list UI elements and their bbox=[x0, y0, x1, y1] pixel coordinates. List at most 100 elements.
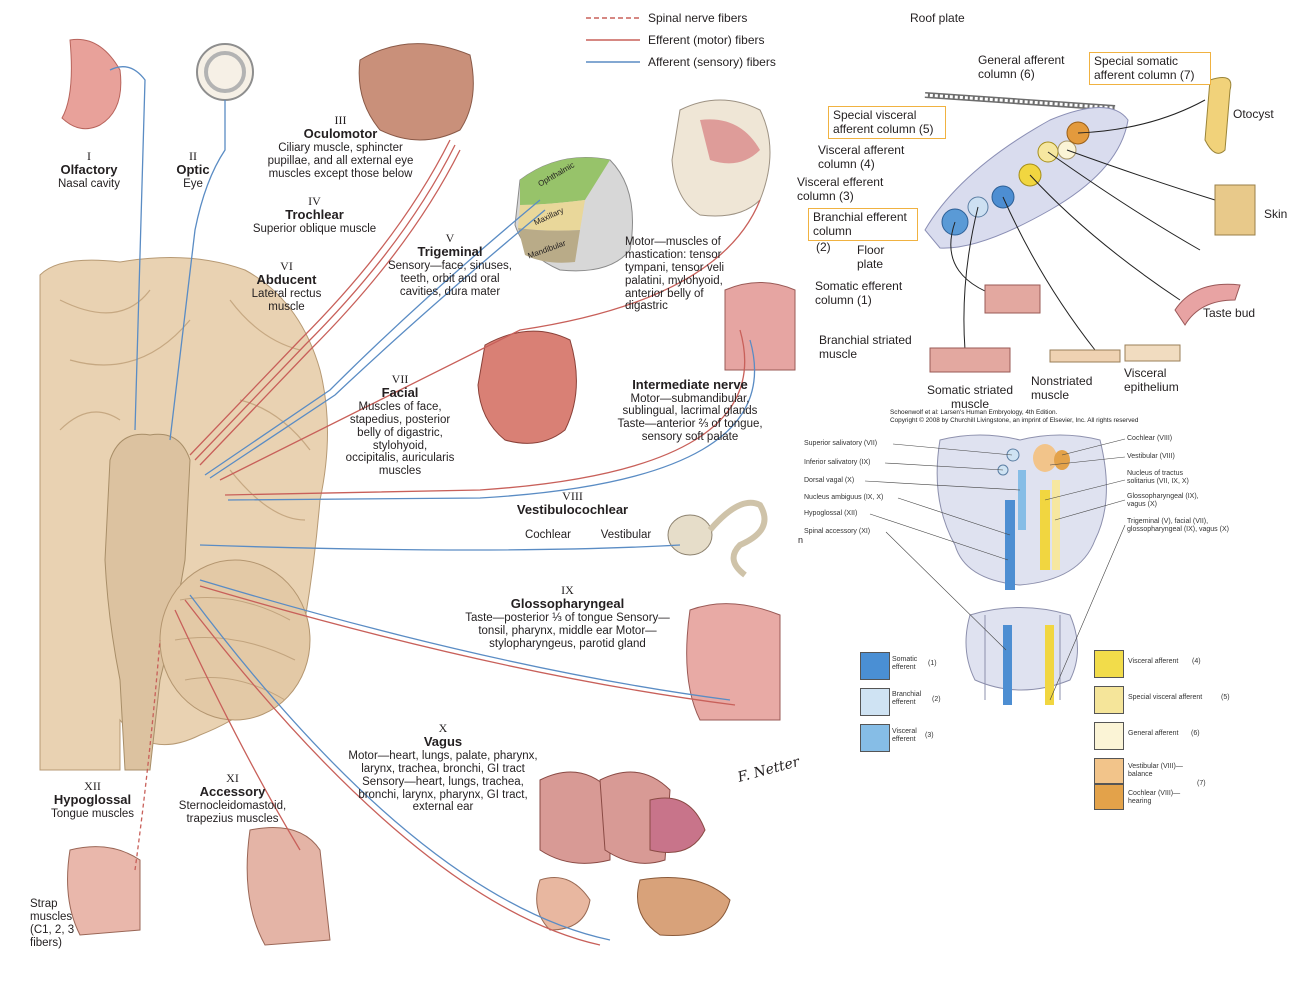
bs-label-right-1: Vestibular (VIII) bbox=[1127, 453, 1175, 460]
nerve-accessory-num: XI bbox=[226, 771, 239, 785]
visceral-epithelium-illustration bbox=[1124, 344, 1181, 362]
nerve-olfactory-label: I Olfactory Nasal cavity bbox=[44, 149, 134, 191]
legend-num-general-afferent: (6) bbox=[1191, 730, 1200, 737]
legend-num-visceral-afferent: (4) bbox=[1192, 658, 1201, 665]
nerve-hypoglossal-num: XII bbox=[84, 779, 101, 793]
nerve-vestibulocochlear-num: VIII bbox=[562, 489, 583, 503]
nerve-hypoglossal-name: Hypoglossal bbox=[53, 792, 132, 808]
nerve-facial-desc: Muscles of face, stapedius, posterior be… bbox=[345, 400, 455, 478]
floor-plate-label: Floor plate bbox=[857, 243, 885, 272]
nerve-fibers bbox=[109, 66, 761, 946]
legend-label-vestibular: Vestibular (VIII)— balance bbox=[1128, 763, 1183, 779]
credit-line-1: Schoenwolf et al: Larsen's Human Embryol… bbox=[890, 409, 1058, 416]
roof-plate-label: Roof plate bbox=[910, 11, 965, 25]
nerve-olfactory-num: I bbox=[87, 149, 91, 163]
trigeminal-motor-label: Motor—muscles of mastication: tensor tym… bbox=[625, 236, 725, 313]
sagittal-head-illustration bbox=[724, 282, 796, 371]
otocyst-label: Otocyst bbox=[1233, 107, 1274, 121]
nerve-vestibulocochlear-label: VIII Vestibulocochlear bbox=[510, 489, 635, 518]
nerve-optic-num: II bbox=[189, 149, 197, 163]
nerve-vestibulocochlear-name: Vestibulocochlear bbox=[516, 502, 629, 518]
nerve-glossopharyngeal-label: IX Glossopharyngeal Taste—posterior ⅓ of… bbox=[465, 583, 670, 651]
credit-line-2: Copyright © 2008 by Churchill Livingston… bbox=[890, 417, 1139, 424]
facial-muscles-head-illustration bbox=[477, 330, 577, 444]
legend-swatch-cochlear bbox=[1094, 784, 1124, 810]
bs-label-left-5: Spinal accessory (XI) bbox=[804, 528, 871, 535]
intermediate-nerve-label: Intermediate nerve Motor—submandibular, … bbox=[610, 377, 770, 444]
nerve-trigeminal-desc: Sensory—face, sinuses, teeth, orbit and … bbox=[387, 259, 512, 298]
bs-label-left-0: Superior salivatory (VII) bbox=[804, 440, 878, 447]
somatic-striated-label: Somatic striated muscle bbox=[926, 383, 1014, 412]
nerve-olfactory-desc: Nasal cavity bbox=[58, 177, 120, 190]
pharynx-illustration bbox=[686, 603, 781, 721]
legend-afferent-label: Afferent (sensory) fibers bbox=[648, 55, 776, 69]
nerve-vagus-desc: Motor—heart, lungs, palate, pharynx, lar… bbox=[348, 749, 538, 814]
nonstriated-muscle-illustration bbox=[1049, 349, 1121, 363]
legend-label-visceral-afferent: Visceral afferent bbox=[1128, 658, 1179, 665]
legend-swatch-general-afferent bbox=[1094, 722, 1124, 750]
nerve-abducent-desc: Lateral rectus muscle bbox=[251, 287, 322, 313]
nerve-glossopharyngeal-name: Glossopharyngeal bbox=[510, 596, 625, 612]
nerve-optic-label: II Optic Eye bbox=[168, 149, 218, 191]
bs-label-left-4: Hypoglossal (XII) bbox=[804, 510, 858, 517]
orbit-muscles-illustration bbox=[358, 43, 474, 141]
taste-bud-label: Taste bud bbox=[1203, 306, 1256, 320]
nerve-trochlear-desc: Superior oblique muscle bbox=[252, 222, 377, 235]
somatic-muscle-illustration bbox=[929, 347, 1011, 373]
vagus-organs-illustration bbox=[536, 771, 731, 937]
nerve-trigeminal-label: V Trigeminal Sensory—face, sinuses, teet… bbox=[385, 231, 515, 299]
nonstriated-label: Nonstriated muscle bbox=[1031, 374, 1093, 403]
nerve-trigeminal-name: Trigeminal bbox=[417, 244, 483, 260]
branchial-efferent-label: Branchial efferent column bbox=[808, 208, 918, 241]
legend-label-special-visceral-afferent: Special visceral afferent bbox=[1128, 694, 1203, 701]
legend-num-somatic-efferent: (1) bbox=[928, 660, 937, 667]
legend-label-general-afferent: General afferent bbox=[1128, 730, 1179, 737]
legend-swatch-vestibular bbox=[1094, 758, 1124, 784]
vestibular-label: Vestibular bbox=[600, 529, 652, 541]
legend-label-somatic-efferent: Somatic efferent bbox=[892, 656, 918, 672]
visceral-efferent-label: Visceral efferent column (3) bbox=[797, 175, 884, 204]
legend-num-special-visceral-afferent: (5) bbox=[1221, 694, 1230, 701]
brainstem-leader-lines bbox=[864, 438, 1126, 701]
legend-swatch-somatic-efferent bbox=[860, 652, 890, 680]
skin-illustration bbox=[1214, 184, 1256, 236]
nerve-hypoglossal-label: XII Hypoglossal Tongue muscles bbox=[45, 779, 140, 821]
taste-bud-illustration bbox=[1174, 283, 1241, 326]
visceral-afferent-label: Visceral afferent column (4) bbox=[818, 143, 905, 172]
nerve-oculomotor-num: III bbox=[334, 113, 347, 127]
special-somatic-label: Special somatic afferent column (7) bbox=[1089, 52, 1211, 85]
nose-illustration bbox=[61, 38, 122, 130]
legend-num-visceral-efferent: (3) bbox=[925, 732, 934, 739]
legend-num-special-somatic: (7) bbox=[1197, 780, 1206, 787]
strap-muscles-label: Strap muscles (C1, 2, 3 fibers) bbox=[30, 898, 75, 949]
general-afferent-label: General afferent column (6) bbox=[978, 53, 1065, 82]
legend-label-visceral-efferent: Visceral efferent bbox=[892, 728, 917, 744]
branchial-efferent-num: (2) bbox=[816, 240, 831, 254]
intermediate-nerve-name: Intermediate nerve bbox=[632, 377, 748, 392]
nerve-vagus-name: Vagus bbox=[423, 734, 463, 750]
bs-label-right-2: Nucleus of tractus solitarius (VII, IX, … bbox=[1127, 470, 1189, 486]
tongue-illustration bbox=[67, 846, 141, 936]
bs-label-left-1: Inferior salivatory (IX) bbox=[804, 459, 871, 466]
nerve-accessory-name: Accessory bbox=[199, 784, 266, 800]
legend-num-branchial-efferent: (2) bbox=[932, 696, 941, 703]
copyright-credit: Schoenwolf et al: Larsen's Human Embryol… bbox=[890, 409, 1200, 425]
legend-label-branchial-efferent: Branchial efferent bbox=[892, 691, 922, 707]
stray-n: n bbox=[798, 535, 804, 545]
nerve-accessory-desc: Sternocleidomastoid, trapezius muscles bbox=[178, 799, 287, 825]
legend-swatch-visceral-afferent bbox=[1094, 650, 1124, 678]
nerve-oculomotor-label: III Oculomotor Ciliary muscle, sphincter… bbox=[258, 113, 423, 181]
intermediate-nerve-desc: Motor—submandibular, sublingual, lacrima… bbox=[617, 392, 763, 444]
nerve-facial-label: VII Facial Muscles of face, stapedius, p… bbox=[345, 372, 455, 478]
visceral-epithelium-label: Visceral epithelium bbox=[1124, 366, 1179, 395]
special-visceral-label: Special visceral afferent column (5) bbox=[828, 106, 946, 139]
spinal-cord-section-outline bbox=[965, 607, 1078, 691]
otocyst-illustration bbox=[1204, 77, 1232, 154]
somatic-efferent-label: Somatic efferent column (1) bbox=[815, 279, 903, 308]
cochlear-label: Cochlear bbox=[524, 529, 572, 541]
nerve-oculomotor-name: Oculomotor bbox=[303, 126, 378, 142]
bs-label-right-3: Glossopharyngeal (IX), vagus (X) bbox=[1127, 493, 1199, 509]
nerve-vagus-num: X bbox=[438, 721, 448, 735]
nerve-trigeminal-num: V bbox=[445, 231, 455, 245]
legend-efferent-label: Efferent (motor) fibers bbox=[648, 33, 765, 47]
